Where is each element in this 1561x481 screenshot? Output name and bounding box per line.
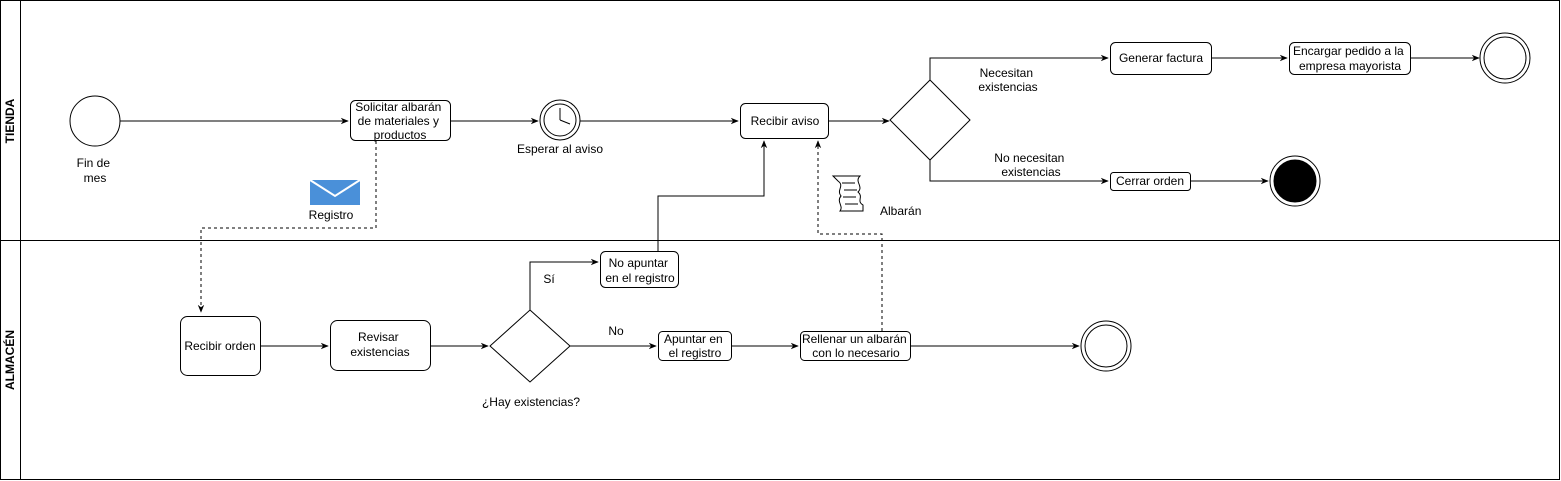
task-encargar-pedido[interactable]: Encargar pedido a la empresa mayorista (1289, 42, 1411, 75)
task-recibir-aviso[interactable]: Recibir aviso (740, 103, 829, 139)
end-event-tienda-lower[interactable] (1269, 155, 1321, 207)
task-no-apuntar[interactable]: No apuntar en el registro (600, 251, 679, 288)
gateway-almacen[interactable] (489, 309, 571, 383)
gateway-tienda[interactable] (889, 79, 971, 161)
timer-label: Esperar al aviso (517, 142, 603, 156)
gateway-almacen-label: ¿Hay existencias? (482, 395, 580, 409)
task-apuntar[interactable]: Apuntar en el registro (658, 331, 732, 361)
document-label: Albarán (880, 204, 921, 218)
start-event[interactable] (69, 95, 121, 147)
envelope-icon (309, 179, 361, 205)
task-revisar-label: Revisar existencias (350, 330, 409, 359)
flow-gateway-to-generar-factura (929, 54, 1109, 80)
task-generar-factura-label: Generar factura (1119, 51, 1203, 65)
branch-no-label: No (608, 324, 624, 338)
message-label: Registro (309, 208, 354, 222)
message-flow-registro (197, 141, 377, 313)
task-rellenar-albaran[interactable]: Rellenar un albarán con lo necesario (800, 331, 911, 361)
end-event-tienda-upper[interactable] (1479, 32, 1531, 84)
flow-gateway-si (529, 258, 599, 310)
flow-gateway-to-cerrar (929, 160, 1109, 185)
lane-title-almacen: ALMACÉN (2, 330, 17, 390)
branch-si-label: Sí (543, 272, 555, 286)
task-generar-factura[interactable]: Generar factura (1110, 42, 1212, 75)
branch-necesitan-label: Necesitan existencias (978, 66, 1037, 94)
task-cerrar-label: Cerrar orden (1116, 174, 1184, 188)
task-encargar-label: Encargar pedido a la empresa mayorista (1293, 44, 1407, 73)
document-icon (831, 175, 864, 212)
start-event-label: Fin de mes (77, 156, 114, 185)
task-no-apuntar-label: No apuntar en el registro (605, 256, 675, 285)
task-recibir-aviso-label: Recibir aviso (751, 114, 820, 128)
task-solicitar-albaran[interactable]: Solicitar albarán de materiales y produc… (350, 100, 451, 142)
lane-title-tienda: TIENDA (3, 98, 17, 143)
end-event-almacen[interactable] (1080, 320, 1132, 372)
task-recibir-orden[interactable]: Recibir orden (180, 316, 261, 376)
clock-icon[interactable] (539, 99, 581, 141)
task-cerrar-orden[interactable]: Cerrar orden (1110, 172, 1191, 191)
task-recibir-orden-label: Recibir orden (184, 339, 255, 353)
branch-no-necesitan-label: No necesitan existencias (994, 151, 1067, 179)
task-solicitar-label: Solicitar albarán de materiales y produc… (355, 100, 444, 142)
task-apuntar-label: Apuntar en el registro (664, 332, 726, 360)
message-flow-albaran (814, 140, 883, 331)
task-rellenar-label: Rellenar un albarán con lo necesario (802, 332, 910, 360)
task-revisar-existencias[interactable]: Revisar existencias (330, 320, 431, 371)
flow-no-apuntar-to-recibir-aviso (657, 140, 768, 251)
